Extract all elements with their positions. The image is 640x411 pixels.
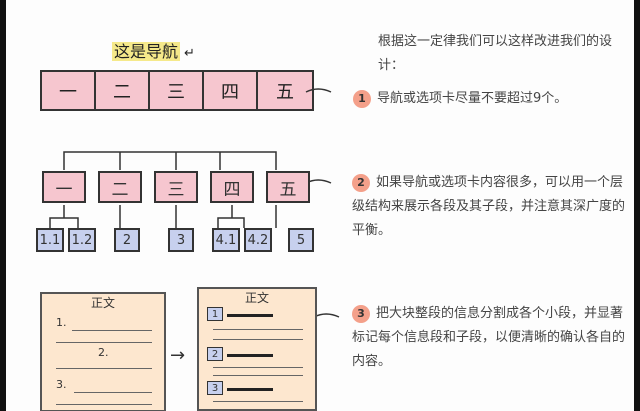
point-1: 1 导航或选项卡尽量不要超过9个。 (353, 87, 628, 111)
document-title: 正文 (244, 291, 269, 305)
point-number-badge: 2 (352, 173, 370, 192)
section-heading-bar (227, 314, 273, 317)
tree-subnode: 5 (288, 228, 314, 252)
nav-tab: 一 (42, 72, 96, 109)
tree-node: 五 (266, 171, 310, 203)
text-line (56, 342, 152, 343)
nav-title-arrow-icon: ↵ (184, 46, 195, 61)
text-line (213, 367, 303, 368)
section-number: 2 (207, 347, 223, 361)
transform-arrow-icon: → (170, 345, 186, 366)
text-line (213, 339, 303, 340)
tree-subnode: 3 (168, 228, 194, 252)
section-heading-bar (227, 388, 273, 391)
nav-tabbar: 一 二 三 四 五 (40, 70, 314, 111)
point-text: 把大块整段的信息分割成各个小段，并显著标记每个信息段和子段，以便清晰的确认各自的… (352, 306, 626, 369)
section-number: 1 (207, 307, 223, 321)
left-border (0, 0, 6, 411)
tree-subnode: 2 (114, 228, 140, 252)
illustration-canvas: 这是导航↵ 一 二 三 四 五 一 二 三 四 五 1.1 1.2 2 (6, 0, 634, 411)
tree-subnode: 4.2 (244, 228, 272, 252)
tree-connectors (49, 88, 340, 318)
tree-node: 二 (98, 171, 142, 203)
section-heading-bar (227, 354, 273, 357)
point-number-badge: 1 (353, 89, 371, 108)
nav-tab: 三 (150, 72, 204, 109)
intro-text: 根据这一定律我们可以这样改进我们的设计： (378, 34, 613, 73)
plain-document: 正文 1. 2. 3. (40, 292, 166, 411)
nav-title-text: 这是导航 (112, 42, 181, 61)
tree-node: 一 (42, 171, 86, 203)
text-line (56, 404, 152, 405)
point-text: 如果导航或选项卡内容很多，可以用一个层级结构来展示各段及其子段，并注意其深广度的… (352, 175, 626, 238)
tree-node: 四 (210, 171, 254, 203)
nav-tab: 四 (204, 72, 258, 109)
nav-tab: 二 (96, 72, 150, 109)
document-title: 正文 (90, 296, 115, 310)
text-line (213, 375, 303, 376)
text-line (213, 329, 303, 330)
nav-tab: 五 (258, 72, 312, 109)
right-border (634, 0, 640, 411)
marked-document: 正文 1 2 3 (197, 287, 317, 411)
tree-subnode: 4.1 (212, 228, 240, 252)
paragraph-mark: 2. (98, 346, 109, 359)
text-line (74, 392, 152, 393)
text-line (213, 401, 303, 402)
tree-node: 三 (154, 171, 198, 203)
paragraph-mark: 1. (56, 316, 67, 329)
tree-subnode: 1.2 (68, 228, 96, 252)
tree-top-level: 一 二 三 四 五 (42, 171, 310, 203)
text-line (56, 368, 152, 369)
paragraph-mark: 3. (56, 378, 67, 391)
text-line (72, 330, 152, 331)
tree-sub-level: 1.1 1.2 2 3 4.1 4.2 5 (36, 228, 314, 252)
point-number-badge: 3 (352, 304, 370, 323)
section-number: 3 (207, 381, 223, 395)
nav-title: 这是导航↵ (112, 38, 195, 62)
tree-subnode: 1.1 (36, 228, 64, 252)
point-text: 导航或选项卡尽量不要超过9个。 (377, 91, 568, 106)
